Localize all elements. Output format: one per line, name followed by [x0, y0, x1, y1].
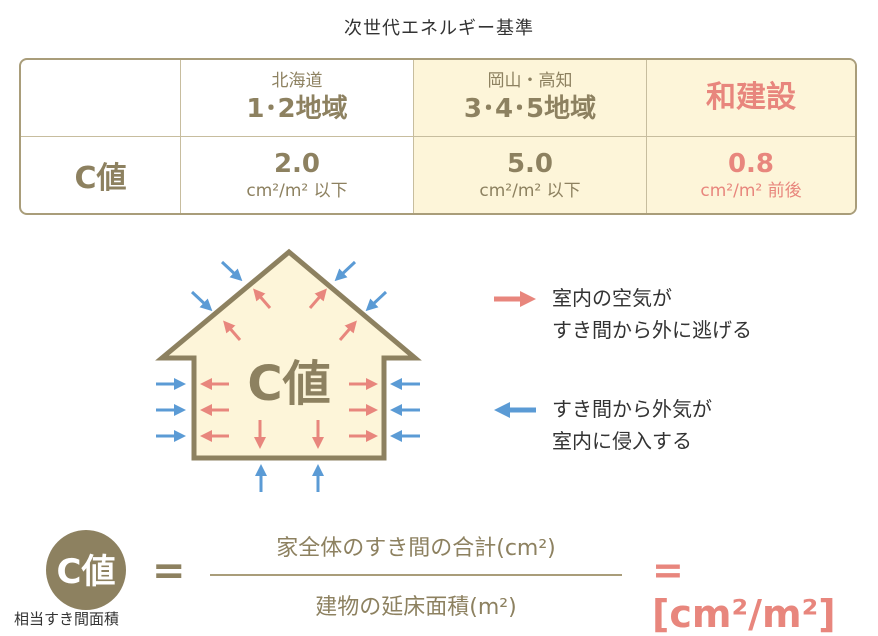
value-region-1-2-unit: cm²/m² 以下 — [246, 181, 348, 201]
legend-outflow-line1: 室内の空気が — [552, 286, 672, 310]
value-region-1-2: 2.0 cm²/m² 以下 — [181, 137, 414, 213]
header-region-3-5-area: 岡山・高知 — [487, 71, 573, 91]
c-value-badge: C値 — [46, 530, 126, 610]
formula-denominator: 建物の延床面積(m²) — [315, 595, 517, 620]
table-corner-cell — [21, 60, 181, 137]
value-company-number: 0.8 — [727, 149, 775, 179]
legend-inflow-arrow-icon — [494, 402, 536, 418]
legend-inflow-line2: 室内に侵入する — [552, 429, 692, 453]
legend-outflow-line2: すき間から外に逃げる — [552, 318, 752, 342]
legend-inflow-line1: すき間から外気が — [552, 397, 712, 421]
formula-fraction-line — [210, 574, 622, 576]
value-company: 0.8 cm²/m² 前後 — [647, 137, 855, 213]
header-region-3-5: 岡山・高知 3･4･5地域 — [414, 60, 647, 137]
house-label: C値 — [247, 356, 330, 412]
value-company-unit: cm²/m² 前後 — [700, 181, 802, 201]
c-value-badge-label: C値 — [57, 552, 116, 592]
formula-numerator: 家全体のすき間の合計(cm²) — [276, 536, 556, 561]
value-region-1-2-number: 2.0 — [273, 149, 321, 179]
value-region-3-5-unit: cm²/m² 以下 — [479, 181, 581, 201]
legend-inflow-text: すき間から外気が 室内に侵入する — [552, 393, 712, 457]
value-region-3-5-number: 5.0 — [506, 149, 554, 179]
row-label-cell: C値 — [21, 137, 181, 213]
header-company-label: 和建設 — [706, 80, 796, 115]
outflow-arrows — [200, 288, 378, 449]
value-region-3-5: 5.0 cm²/m² 以下 — [414, 137, 647, 213]
row-label-c-value: C値 — [74, 161, 127, 196]
header-company: 和建設 — [647, 60, 855, 137]
c-value-badge-caption: 相当すき間面積 — [14, 610, 120, 628]
formula-result-unit: = [cm²/m²] — [652, 548, 836, 636]
header-region-1-2-label: 1･2地域 — [246, 94, 348, 124]
legend-outflow-arrow-icon — [494, 291, 536, 307]
page-title: 次世代エネルギー基準 — [344, 18, 534, 39]
house-shape — [155, 248, 422, 461]
header-region-1-2: 北海道 1･2地域 — [181, 60, 414, 137]
header-region-3-5-label: 3･4･5地域 — [463, 94, 597, 124]
legend-outflow-text: 室内の空気が すき間から外に逃げる — [552, 282, 752, 346]
standards-table: 北海道 1･2地域 岡山・高知 3･4･5地域 和建設 C値 2.0 cm²/m… — [19, 58, 857, 215]
header-region-1-2-area: 北海道 — [271, 71, 323, 91]
house-diagram: C値 — [155, 248, 422, 492]
inflow-arrows — [156, 260, 420, 492]
formula-equals: = — [152, 548, 186, 594]
